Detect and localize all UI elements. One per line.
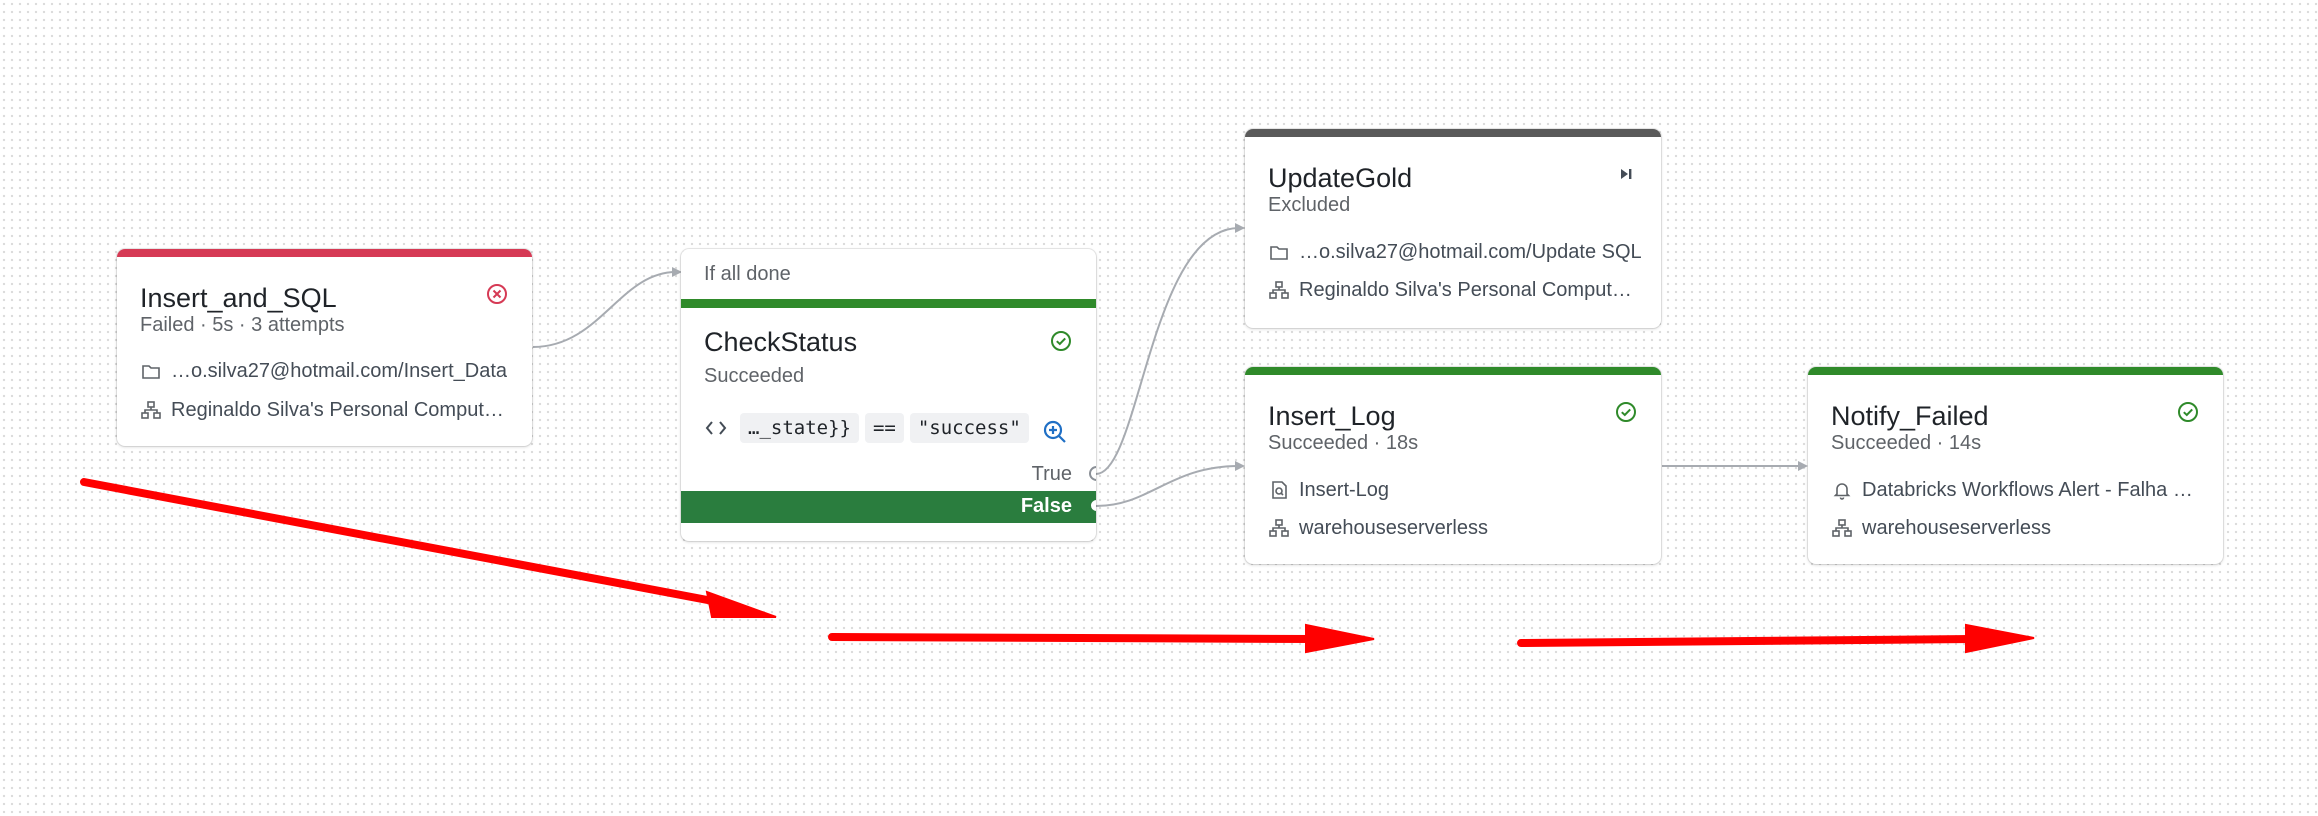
annotation-arrow: [828, 633, 1316, 643]
edge-insert-and-sql-to-checkstatus: [532, 271, 677, 348]
folder-icon: [142, 365, 160, 379]
annotation-arrow: [1517, 635, 1976, 647]
task-node-updategold[interactable]: UpdateGold Excluded …o.silva27@hotmail.c…: [1245, 129, 1661, 328]
task-title: Insert_Log: [1268, 401, 1396, 431]
task-compute-row: Reginaldo Silva's Personal Comput…: [1268, 277, 1643, 303]
task-node-checkstatus[interactable]: If all done CheckStatus Succeeded …_stat…: [681, 249, 1096, 541]
folder-icon: [1270, 246, 1288, 260]
expression-operator: ==: [864, 413, 904, 443]
task-alert-row: Databricks Workflows Alert - Falha …: [1831, 477, 2205, 503]
task-node-notify-failed[interactable]: Notify_Failed Succeeded · 14s Databricks…: [1808, 367, 2223, 564]
task-title: Insert_and_SQL: [140, 283, 337, 313]
task-path-row: …o.silva27@hotmail.com/Insert_Data: [140, 358, 514, 384]
branch-false[interactable]: False: [681, 491, 1096, 523]
task-compute-row: warehouseserverless: [1268, 515, 1643, 541]
edge-true-to-updategold: [1095, 227, 1240, 475]
branch-false-label: False: [1020, 495, 1072, 517]
annotation-arrow: [80, 478, 722, 606]
task-status: Succeeded · 14s: [1831, 432, 1982, 454]
task-title: Notify_Failed: [1831, 401, 1989, 431]
zoom-in-icon[interactable]: [1042, 419, 1068, 445]
skip-icon: [1621, 169, 1632, 179]
task-compute-row: warehouseserverless: [1831, 515, 2205, 541]
task-status: Succeeded · 18s: [1268, 432, 1419, 454]
task-title: CheckStatus: [704, 327, 858, 357]
compute-icon: [1832, 519, 1852, 537]
annotation-arrowhead: [705, 590, 777, 618]
edge-arrowhead: [1235, 223, 1245, 233]
status-bar-succeeded: [1808, 367, 2223, 375]
edge-arrowhead: [672, 267, 682, 277]
task-status: Excluded: [1268, 194, 1351, 216]
branch-true[interactable]: True: [681, 459, 1096, 491]
edge-false-to-insert-log: [1095, 465, 1240, 507]
check-circle-icon: [1616, 402, 1636, 422]
expression-right-operand: "success": [909, 413, 1029, 443]
run-if-condition: If all done: [704, 263, 791, 285]
task-query-row: Insert-Log: [1268, 477, 1643, 503]
check-circle-icon: [2178, 402, 2198, 422]
expression-left-operand: …_state}}: [740, 413, 859, 443]
branch-true-label: True: [1031, 463, 1072, 485]
annotation-arrowhead: [1965, 623, 2035, 654]
compute-icon: [1269, 519, 1289, 537]
check-circle-icon: [1051, 331, 1071, 351]
edge-arrowhead: [1798, 461, 1808, 471]
status-bar-succeeded: [1245, 367, 1661, 375]
status-bar-excluded: [1245, 129, 1661, 137]
bell-icon: [1833, 483, 1851, 500]
task-compute-row: Reginaldo Silva's Personal Comput…: [140, 397, 514, 423]
compute-icon: [141, 401, 161, 419]
sql-query-icon: [1272, 481, 1287, 499]
status-bar-failed: [117, 249, 532, 257]
error-circle-icon: [487, 284, 507, 304]
edge-arrowhead: [1235, 461, 1245, 471]
task-node-insert-and-sql[interactable]: Insert_and_SQL Failed · 5s · 3 attempts …: [117, 249, 532, 446]
compute-icon: [1269, 281, 1289, 299]
task-path-row: …o.silva27@hotmail.com/Update SQL: [1268, 239, 1643, 265]
task-title: UpdateGold: [1268, 163, 1413, 193]
annotation-arrowhead: [1305, 623, 1375, 654]
task-status: Failed · 5s · 3 attempts: [140, 314, 345, 336]
task-status: Succeeded: [704, 365, 805, 387]
branch-true-port[interactable]: [1089, 466, 1096, 481]
condition-expression: …_state}} == "success": [702, 411, 1029, 445]
task-node-insert-log[interactable]: Insert_Log Succeeded · 18s Insert-Log wa…: [1245, 367, 1661, 564]
code-icon: [705, 421, 727, 435]
status-bar-succeeded: [681, 299, 1096, 308]
branch-false-port[interactable]: [1089, 498, 1096, 513]
